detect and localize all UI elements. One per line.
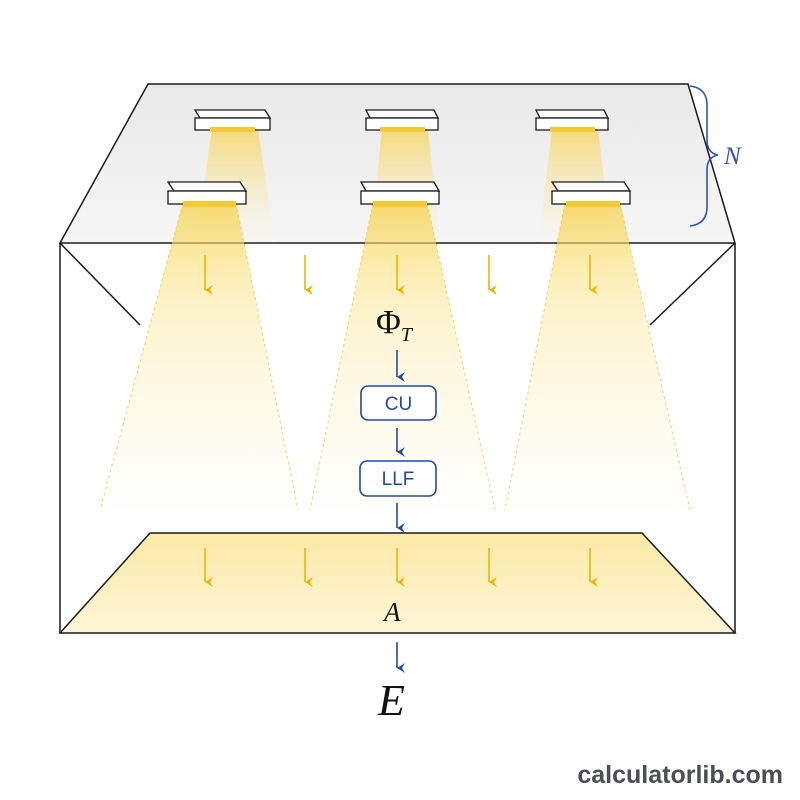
luminaires-front-row [166, 181, 632, 207]
front-row-beams [99, 202, 691, 511]
room-front-frame [59, 243, 736, 633]
beam-front-2 [310, 203, 495, 510]
flux-subscript: T [401, 324, 414, 346]
room-walls [59, 242, 736, 326]
light-arrows-floor [204, 548, 598, 587]
calculation-flow: CU LLF [359, 350, 437, 533]
luminaire-fixture [364, 109, 440, 132]
luminaire-count-brace [689, 85, 719, 227]
luminaire-fixture [193, 109, 272, 132]
beam-front-3 [505, 203, 690, 510]
beam-front-1 [100, 203, 298, 510]
luminaire-fixture [166, 181, 248, 207]
cu-box [360, 385, 437, 421]
light-arrows-upper [204, 255, 598, 295]
illuminance-label: E [377, 676, 405, 725]
luminaires-back-row [193, 109, 610, 132]
llf-box [359, 460, 437, 497]
right-back-edge [649, 242, 736, 326]
total-flux-label: ΦT [376, 304, 414, 346]
flux-symbol: Φ [376, 304, 401, 341]
area-label: A [382, 597, 401, 627]
llf-label: LLF [382, 469, 415, 490]
cu-label: CU [385, 394, 412, 415]
n-label: N [723, 143, 742, 170]
watermark: calculatorlib.com [577, 761, 783, 789]
left-back-edge [59, 242, 141, 326]
luminaire-fixture [534, 109, 610, 132]
luminaire-fixture [550, 181, 632, 207]
luminaire-fixture [359, 181, 441, 207]
